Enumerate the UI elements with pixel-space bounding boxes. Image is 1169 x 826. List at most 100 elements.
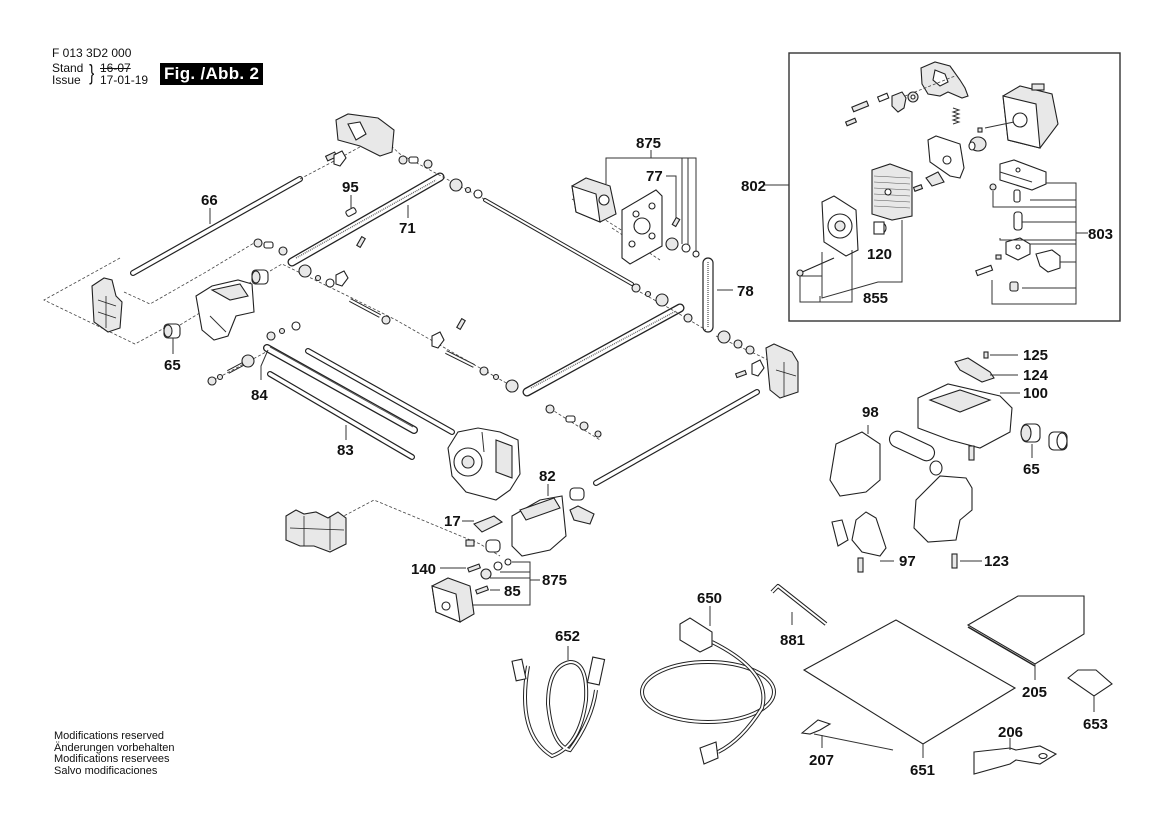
cooling-fan xyxy=(821,195,859,257)
callout-82: 82 xyxy=(539,468,556,485)
power-cord-650 xyxy=(640,606,776,765)
inset-stepper-motor xyxy=(984,83,1059,149)
card-653 xyxy=(1067,669,1113,712)
callout-85: 85 xyxy=(504,583,521,600)
plate-124 xyxy=(954,351,1018,383)
rod-lower-right xyxy=(593,389,760,486)
housing-100 xyxy=(917,383,1020,449)
hotend-block xyxy=(999,159,1047,191)
leader-875-top xyxy=(605,150,697,252)
motor-plate xyxy=(621,189,663,265)
rollers-65-right xyxy=(1020,423,1068,458)
leader-855 xyxy=(799,220,903,303)
roller-65-left xyxy=(163,269,269,354)
spatula-206 xyxy=(973,738,1058,775)
callout-875: 875 xyxy=(636,135,661,152)
callout-855: 855 xyxy=(863,290,888,307)
motor-bottom-hardware xyxy=(440,558,512,595)
callout-803: 803 xyxy=(1088,226,1113,243)
figure-label: Fig. /Abb. 2 xyxy=(160,63,264,85)
belt-y xyxy=(522,303,685,397)
callout-650: 650 xyxy=(697,590,722,607)
tool-207 xyxy=(800,719,894,751)
callout-66: 66 xyxy=(201,192,218,209)
leader-803 xyxy=(991,182,1088,305)
y-carriage-left xyxy=(195,279,255,341)
corner-bracket-right xyxy=(765,343,799,399)
stand-label: Stand xyxy=(52,61,84,75)
issue-date: 17-01-19 xyxy=(100,73,149,87)
part-number: F 013 3D2 000 xyxy=(52,46,132,60)
callout-207: 207 xyxy=(809,752,834,769)
callout-83: 83 xyxy=(337,442,354,459)
stepper-motor-bottom xyxy=(431,577,475,623)
drive-gear xyxy=(968,127,987,152)
rod-84 xyxy=(260,344,418,434)
x-carriage-82 xyxy=(511,484,595,557)
leader-875-bottom xyxy=(472,561,540,606)
callout-65-right: 65 xyxy=(1023,461,1040,478)
callout-123: 123 xyxy=(984,553,1009,570)
extruder-lever xyxy=(844,61,969,127)
extruder-plate xyxy=(912,135,965,192)
belt-78 xyxy=(702,257,733,333)
shaft-upper xyxy=(483,198,634,286)
callout-17: 17 xyxy=(444,513,461,530)
cover-lower xyxy=(913,475,973,543)
duct-97 xyxy=(831,511,894,573)
pin-95 xyxy=(345,195,357,217)
callout-98: 98 xyxy=(862,404,879,421)
callout-labels: 66 95 71 65 84 83 875 77 78 802 120 855 … xyxy=(164,135,1113,779)
rod-middle xyxy=(305,348,455,435)
callout-802: 802 xyxy=(741,178,766,195)
sheet-205 xyxy=(966,595,1085,680)
note-line: Änderungen vorbehalten xyxy=(54,741,175,754)
cover-98 xyxy=(829,425,881,497)
corner-bracket-bottom xyxy=(285,509,347,553)
callout-206: 206 xyxy=(998,724,1023,741)
modification-notes: Modifications reserved Änderungen vorbeh… xyxy=(54,730,175,777)
small-hardware xyxy=(207,150,765,438)
hex-key-881 xyxy=(770,584,828,626)
callout-65: 65 xyxy=(164,357,181,374)
rod-66 xyxy=(130,176,303,276)
build-sheet-651 xyxy=(802,619,1017,758)
screw-123 xyxy=(951,445,982,569)
callout-651: 651 xyxy=(910,762,935,779)
callout-205: 205 xyxy=(1022,684,1047,701)
callout-84: 84 xyxy=(251,387,268,404)
corner-bracket-top xyxy=(335,113,395,157)
callout-120: 120 xyxy=(867,246,892,263)
callout-881: 881 xyxy=(780,632,805,649)
callout-100: 100 xyxy=(1023,385,1048,402)
old-date: 16-07 xyxy=(100,61,131,75)
callout-77: 77 xyxy=(646,168,663,185)
tube-and-ring xyxy=(888,430,943,476)
stepper-motor-top xyxy=(571,177,617,223)
note-line: Modifications reserved xyxy=(54,730,165,742)
usb-cable-652 xyxy=(511,646,606,759)
note-line: Modifications reservees xyxy=(54,753,170,765)
long-screw xyxy=(796,257,835,277)
pulley-77 xyxy=(665,216,700,258)
switch-17 xyxy=(462,515,504,553)
callout-124: 124 xyxy=(1023,367,1049,384)
heatsink xyxy=(871,163,913,221)
callout-71: 71 xyxy=(399,220,416,237)
callout-652: 652 xyxy=(555,628,580,645)
callout-95: 95 xyxy=(342,179,359,196)
hotend-small-parts xyxy=(975,183,1061,292)
belt-71 xyxy=(287,172,445,267)
callout-875-bottom: 875 xyxy=(542,572,567,589)
callout-97: 97 xyxy=(899,553,916,570)
spacer-120 xyxy=(873,221,887,235)
corner-bracket-left xyxy=(91,277,123,333)
callout-653: 653 xyxy=(1083,716,1108,733)
callout-125: 125 xyxy=(1023,347,1048,364)
callout-140: 140 xyxy=(411,561,436,578)
note-line: Salvo modificaciones xyxy=(54,764,158,777)
callout-78: 78 xyxy=(737,283,754,300)
rod-83 xyxy=(267,371,415,460)
